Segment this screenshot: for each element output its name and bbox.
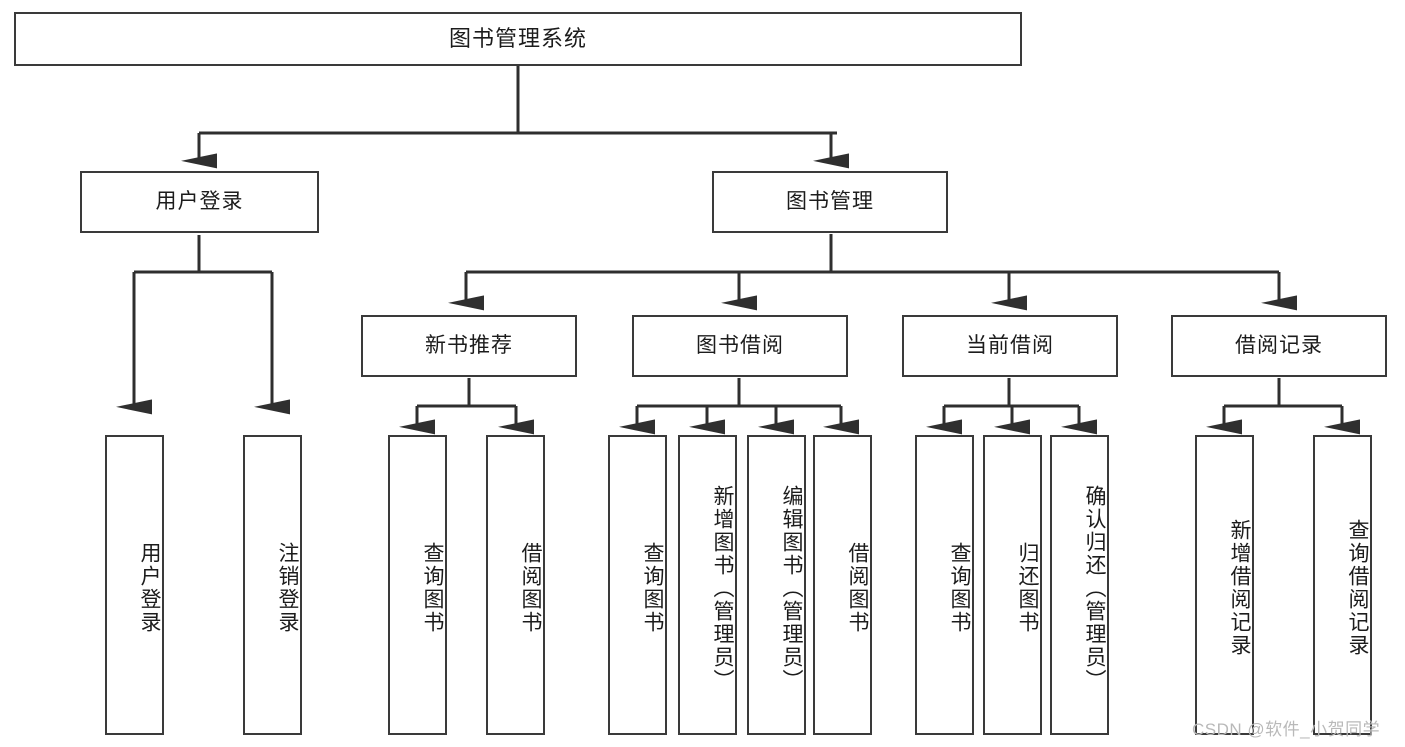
- node-book-management[interactable]: 图书管理: [712, 171, 948, 233]
- node-current-borrow[interactable]: 当前借阅: [902, 315, 1118, 377]
- node-label: 新书推荐: [425, 334, 513, 358]
- node-label: 注销登录: [276, 542, 299, 634]
- leaf-logout[interactable]: 注销登录: [243, 435, 302, 735]
- watermark: CSDN @软件_小贺同学: [1192, 720, 1381, 739]
- leaf-bookborrow-add-book-admin[interactable]: 新增图书（管理员）: [678, 435, 737, 735]
- node-label: 当前借阅: [966, 334, 1054, 358]
- node-label: 查询图书: [421, 542, 444, 634]
- node-label: 借阅图书: [519, 542, 542, 634]
- leaf-bookborrow-query-books[interactable]: 查询图书: [608, 435, 667, 735]
- leaf-currentborrow-confirm-return-admin[interactable]: 确认归还（管理员）: [1050, 435, 1109, 735]
- node-label: 查询借阅记录: [1346, 519, 1369, 657]
- leaf-newbook-borrow-books[interactable]: 借阅图书: [486, 435, 545, 735]
- leaf-currentborrow-return-books[interactable]: 归还图书: [983, 435, 1042, 735]
- node-label: 查询图书: [641, 542, 664, 634]
- node-label: 用户登录: [155, 190, 244, 214]
- node-label: 借阅图书: [846, 542, 869, 634]
- leaf-user-login[interactable]: 用户登录: [105, 435, 164, 735]
- leaf-currentborrow-query-books[interactable]: 查询图书: [915, 435, 974, 735]
- leaf-bookborrow-borrow-books[interactable]: 借阅图书: [813, 435, 872, 735]
- node-label: 借阅记录: [1235, 334, 1323, 358]
- node-label: 新增图书（管理员）: [711, 484, 734, 692]
- node-user-login[interactable]: 用户登录: [80, 171, 319, 233]
- node-label: 用户登录: [138, 542, 161, 634]
- leaf-bookborrow-edit-book-admin[interactable]: 编辑图书（管理员）: [747, 435, 806, 735]
- node-root-book-management-system[interactable]: 图书管理系统: [14, 12, 1022, 66]
- node-label: 新增借阅记录: [1228, 519, 1251, 657]
- leaf-borrowrecord-query-record[interactable]: 查询借阅记录: [1313, 435, 1372, 735]
- node-label: 归还图书: [1016, 542, 1039, 634]
- node-label: 确认归还（管理员）: [1083, 484, 1106, 692]
- node-label: 图书借阅: [696, 334, 784, 358]
- node-new-book-recommend[interactable]: 新书推荐: [361, 315, 577, 377]
- leaf-newbook-query-books[interactable]: 查询图书: [388, 435, 447, 735]
- node-borrow-record[interactable]: 借阅记录: [1171, 315, 1387, 377]
- node-label: 图书管理系统: [448, 25, 587, 51]
- node-label: 编辑图书（管理员）: [780, 484, 803, 692]
- node-label: 查询图书: [948, 542, 971, 634]
- node-book-borrow[interactable]: 图书借阅: [632, 315, 848, 377]
- leaf-borrowrecord-add-record[interactable]: 新增借阅记录: [1195, 435, 1254, 735]
- node-label: 图书管理: [786, 190, 874, 214]
